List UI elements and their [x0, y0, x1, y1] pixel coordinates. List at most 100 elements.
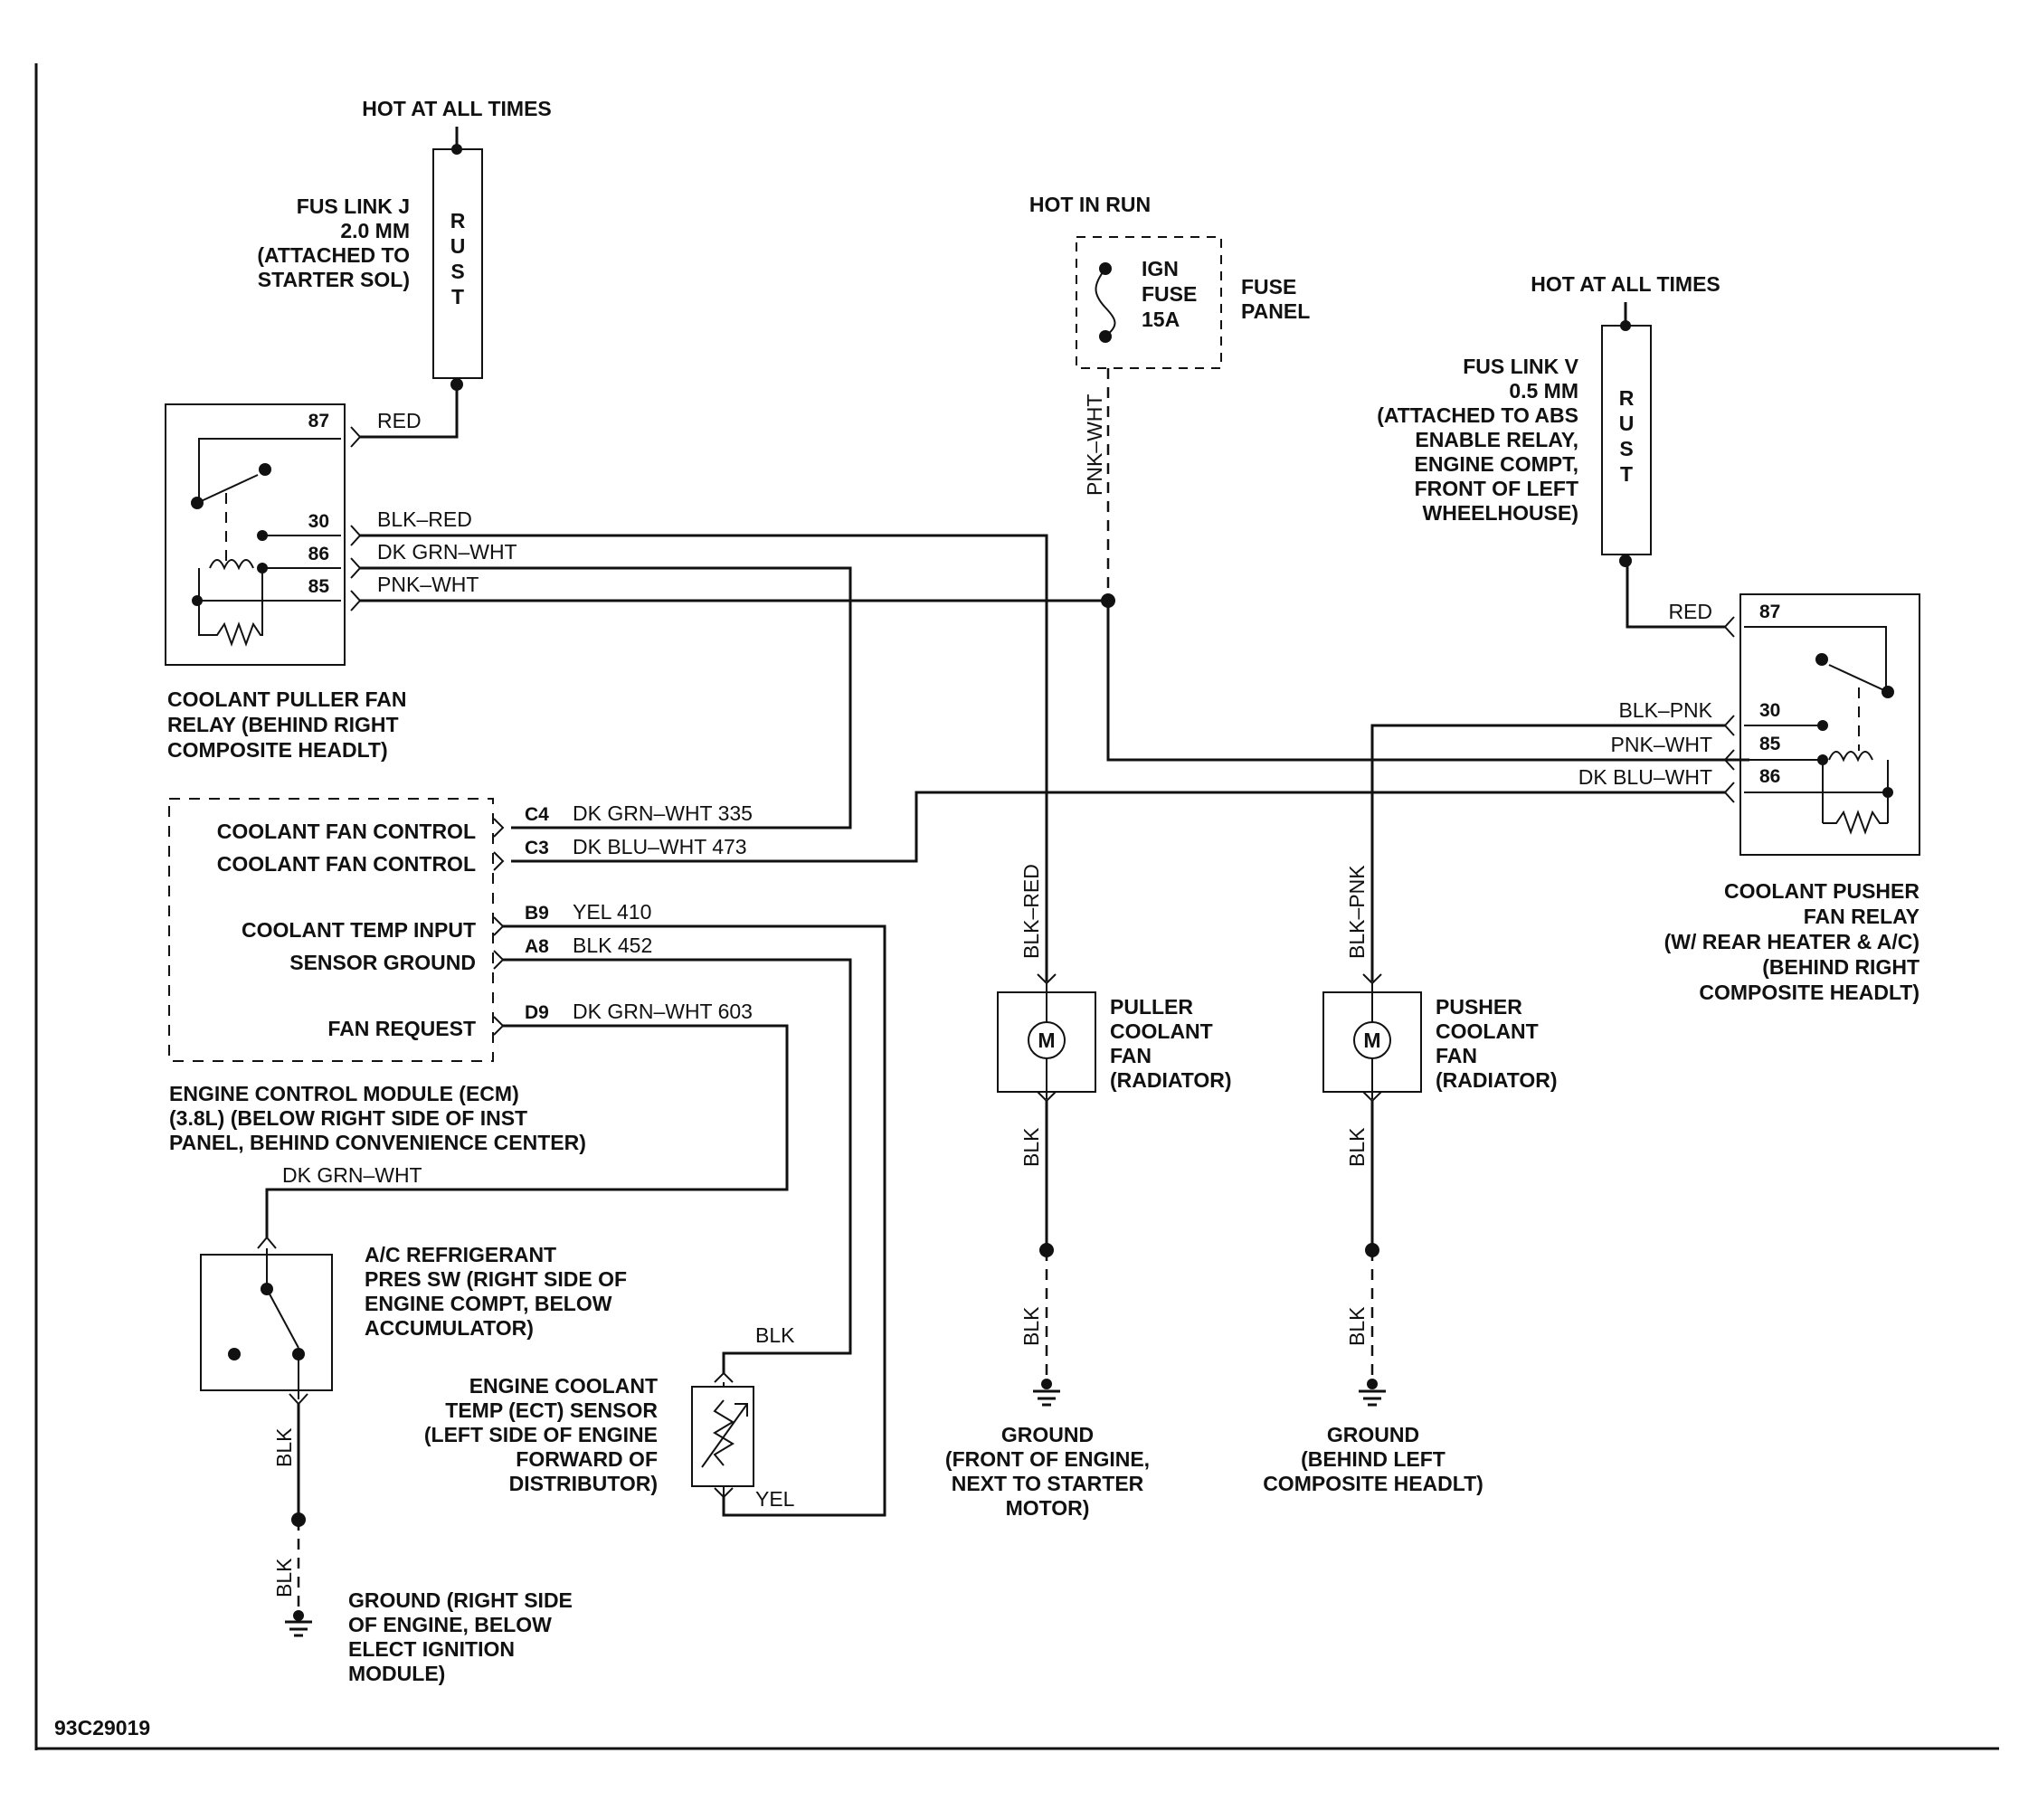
fuse-link-j — [432, 148, 483, 379]
svg-text:BLK 452: BLK 452 — [573, 934, 652, 957]
ecm-terminal-a8: SENSOR GROUND A8 BLK 452 — [289, 934, 652, 974]
ect-variable-arrow — [701, 1403, 748, 1468]
svg-text:FUS LINK V: FUS LINK V — [1463, 355, 1578, 378]
pusher-relay-red-wire — [1626, 561, 1725, 629]
dk-grn-wht-603-wire — [265, 1024, 789, 1237]
svg-text:86: 86 — [1759, 766, 1780, 787]
svg-text:FORWARD OF: FORWARD OF — [516, 1447, 658, 1471]
puller-relay-connectors — [350, 426, 362, 611]
pusher-relay-wire-86-label: DK BLU–WHT — [1578, 765, 1712, 789]
puller-ground-wire-label: BLK — [1019, 1306, 1043, 1346]
svg-text:PANEL, BEHIND CONVENIENCE CENT: PANEL, BEHIND CONVENIENCE CENTER) — [169, 1131, 586, 1154]
puller-relay-wire-85-label: PNK–WHT — [377, 573, 479, 596]
svg-text:IGN: IGN — [1142, 257, 1179, 280]
fuse-link-v-color-2: U — [1619, 412, 1635, 435]
svg-text:FAN: FAN — [1110, 1044, 1152, 1067]
fuse-panel-box — [1076, 236, 1222, 369]
svg-text:FUS LINK J: FUS LINK J — [297, 194, 410, 218]
hot-at-all-times-left-label: HOT AT ALL TIMES — [362, 97, 552, 120]
diagram-id: 93C29019 — [54, 1716, 150, 1739]
ac-switch-bottom-wire-label: BLK — [272, 1427, 296, 1467]
fuse-panel-label: FUSE PANEL — [1241, 275, 1310, 323]
svg-text:COOLANT TEMP INPUT: COOLANT TEMP INPUT — [242, 918, 476, 942]
svg-text:ENABLE RELAY,: ENABLE RELAY, — [1415, 428, 1578, 451]
svg-text:ENGINE CONTROL MODULE (ECM): ENGINE CONTROL MODULE (ECM) — [169, 1082, 519, 1105]
puller-relay-red-wire — [360, 384, 459, 439]
svg-text:85: 85 — [308, 576, 330, 597]
svg-text:WHEELHOUSE): WHEELHOUSE) — [1423, 501, 1579, 525]
svg-text:D9: D9 — [525, 1002, 549, 1023]
ect-variable-arrowhead — [735, 1403, 748, 1417]
svg-text:DISTRIBUTOR): DISTRIBUTOR) — [509, 1472, 658, 1495]
fuse-link-v-color-3: S — [1619, 437, 1633, 460]
puller-fan-top-wire-label: BLK–RED — [1019, 864, 1043, 959]
svg-text:(FRONT OF ENGINE,: (FRONT OF ENGINE, — [945, 1447, 1150, 1471]
puller-relay-wire-30-label: BLK–RED — [377, 507, 472, 531]
ecm-terminal-c4: COOLANT FAN CONTROL C4 DK GRN–WHT 335 — [217, 801, 753, 843]
pusher-relay-wire-85-label: PNK–WHT — [1611, 733, 1712, 756]
blk-red-wire — [360, 534, 1048, 981]
svg-text:0.5 MM: 0.5 MM — [1509, 379, 1578, 403]
blk-pnk-wire — [1370, 724, 1725, 981]
pusher-relay-pins: 87 30 85 86 — [1759, 602, 1781, 787]
svg-text:ELECT IGNITION: ELECT IGNITION — [348, 1637, 515, 1661]
svg-text:COOLANT PUSHER: COOLANT PUSHER — [1724, 879, 1919, 903]
svg-text:ENGINE COOLANT: ENGINE COOLANT — [469, 1374, 658, 1398]
ect-thermistor-icon — [713, 1399, 735, 1466]
svg-text:DK GRN–WHT 335: DK GRN–WHT 335 — [573, 801, 753, 825]
fuse-link-j-color-4: T — [451, 285, 464, 308]
fuse-link-j-color-1: R — [450, 209, 466, 232]
svg-text:30: 30 — [308, 511, 329, 532]
svg-text:SENSOR GROUND: SENSOR GROUND — [289, 951, 476, 974]
svg-text:GROUND: GROUND — [1327, 1423, 1419, 1446]
svg-text:(ATTACHED TO ABS: (ATTACHED TO ABS — [1377, 403, 1578, 427]
svg-text:COMPOSITE HEADLT): COMPOSITE HEADLT) — [1263, 1472, 1483, 1495]
fuse-link-j-color-3: S — [450, 260, 464, 283]
ect-bottom-wire-label: YEL — [755, 1487, 795, 1511]
svg-text:(BEHIND LEFT: (BEHIND LEFT — [1301, 1447, 1446, 1471]
pusher-relay-box — [1739, 593, 1920, 856]
puller-relay-label: COOLANT PULLER FAN RELAY (BEHIND RIGHT C… — [167, 687, 407, 762]
ign-fuse-label: IGN FUSE 15A — [1142, 257, 1197, 331]
hot-at-all-times-right-label: HOT AT ALL TIMES — [1531, 272, 1720, 296]
fuse-link-j-color-2: U — [450, 234, 466, 258]
blk-452-wire — [503, 958, 852, 1373]
pusher-ground-icon — [1359, 1379, 1386, 1407]
svg-text:FRONT OF LEFT: FRONT OF LEFT — [1415, 477, 1578, 500]
svg-text:(RADIATOR): (RADIATOR) — [1110, 1068, 1232, 1092]
ecm-terminal-d9: FAN REQUEST D9 DK GRN–WHT 603 — [327, 1000, 753, 1040]
svg-text:COOLANT: COOLANT — [1110, 1019, 1213, 1043]
ecm-label: ENGINE CONTROL MODULE (ECM) (3.8L) (BELO… — [169, 1082, 586, 1154]
pnk-wht-pusher-wire — [1106, 601, 1749, 762]
ect-sensor-label: ENGINE COOLANT TEMP (ECT) SENSOR (LEFT S… — [424, 1374, 659, 1495]
fuse-link-v-color-1: R — [1619, 386, 1635, 410]
pusher-relay-label: COOLANT PUSHER FAN RELAY (W/ REAR HEATER… — [1664, 879, 1920, 1004]
svg-text:C3: C3 — [525, 838, 549, 858]
pusher-fan-bottom-wire-label: BLK — [1345, 1127, 1369, 1167]
puller-relay-wire-86-label: DK GRN–WHT — [377, 540, 517, 564]
puller-ground-label: GROUND (FRONT OF ENGINE, NEXT TO STARTER… — [945, 1423, 1150, 1520]
ac-switch-blade — [266, 1288, 299, 1349]
puller-relay-switch — [191, 438, 341, 647]
fuse-link-v-color-4: T — [1620, 462, 1633, 486]
svg-text:MODULE): MODULE) — [348, 1662, 445, 1685]
ac-switch-top-connector — [257, 1236, 277, 1249]
pusher-fan-motor-letter: M — [1363, 1028, 1380, 1052]
svg-text:A/C REFRIGERANT: A/C REFRIGERANT — [365, 1243, 556, 1266]
puller-fan-bottom-wire-label: BLK — [1019, 1127, 1043, 1167]
pusher-fan-label: PUSHER COOLANT FAN (RADIATOR) — [1436, 995, 1558, 1092]
svg-text:TEMP (ECT) SENSOR: TEMP (ECT) SENSOR — [445, 1398, 658, 1422]
puller-relay-box — [165, 403, 346, 666]
fuse-link-v — [1601, 325, 1652, 555]
svg-text:(3.8L) (BELOW RIGHT SIDE OF IN: (3.8L) (BELOW RIGHT SIDE OF INST — [169, 1106, 527, 1130]
svg-text:FAN RELAY: FAN RELAY — [1804, 905, 1919, 928]
pusher-relay-switch — [1744, 626, 1894, 835]
ac-switch-top-wire-label: DK GRN–WHT — [282, 1163, 422, 1187]
svg-text:ENGINE COMPT,: ENGINE COMPT, — [1415, 452, 1578, 476]
ecm-box — [168, 798, 494, 1062]
dk-blu-wht-473-wire — [511, 791, 1725, 863]
yel-410-wire — [503, 924, 886, 1517]
puller-ground-icon — [1033, 1379, 1060, 1407]
